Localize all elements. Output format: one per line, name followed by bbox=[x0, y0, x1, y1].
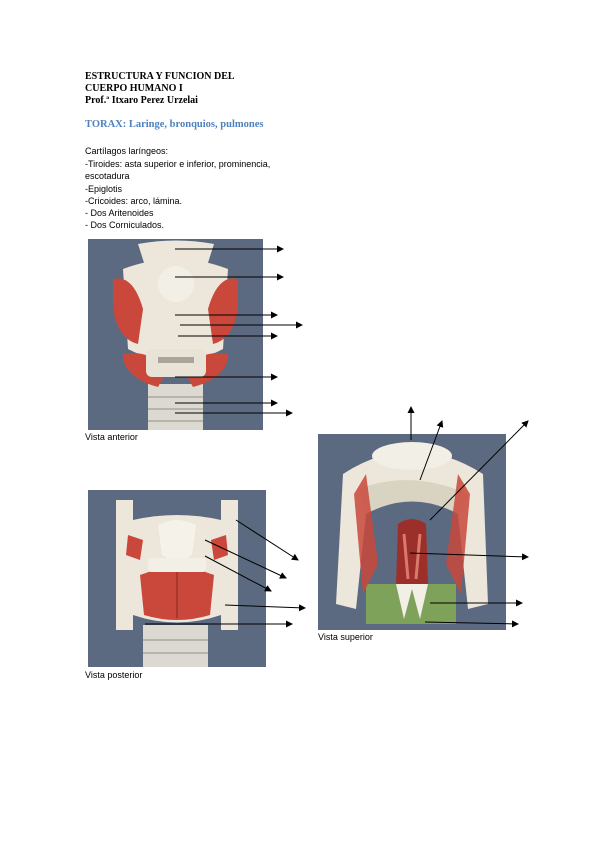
notes-item: - Dos Aritenoides bbox=[85, 208, 154, 219]
superior-view-photo bbox=[318, 434, 506, 630]
notes-item: - Dos Corniculados. bbox=[85, 220, 165, 231]
header-author: Prof.ª Itxaro Perez Urzelai bbox=[85, 95, 198, 106]
cartilage-notes: Cartílagos laríngeos: -Tiroides: asta su… bbox=[85, 145, 295, 231]
anterior-view-caption: Vista anterior bbox=[85, 432, 138, 442]
section-subtitle: TORAX: Laringe, bronquios, pulmones bbox=[85, 119, 264, 130]
notes-item: -Tiroides: asta superior e inferior, pro… bbox=[85, 159, 271, 182]
header-title-line2: CUERPO HUMANO I bbox=[85, 83, 183, 94]
notes-item: -Epiglotis bbox=[85, 183, 123, 194]
anterior-view-photo bbox=[88, 239, 263, 430]
document-header: ESTRUCTURA Y FUNCION DEL CUERPO HUMANO I… bbox=[85, 71, 235, 107]
notes-lead: Cartílagos laríngeos: bbox=[85, 146, 169, 156]
notes-item: -Cricoides: arco, lámina. bbox=[85, 195, 183, 206]
posterior-view-caption: Vista posterior bbox=[85, 670, 143, 680]
header-title-line1: ESTRUCTURA Y FUNCION DEL bbox=[85, 71, 235, 82]
posterior-view-photo bbox=[88, 490, 266, 667]
superior-view-caption: Vista superior bbox=[318, 632, 373, 642]
